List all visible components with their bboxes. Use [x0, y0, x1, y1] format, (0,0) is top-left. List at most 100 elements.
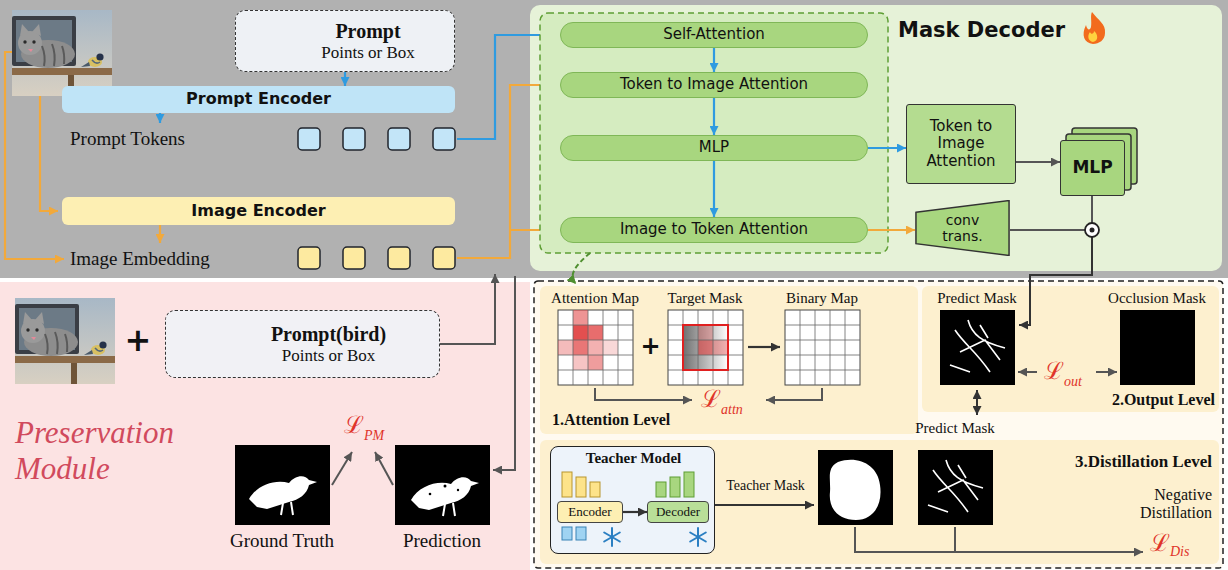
text-holder: ℒ	[1040, 358, 1064, 386]
multiply-symbol	[1085, 223, 1099, 237]
node-label: Image Encoder	[191, 202, 325, 220]
bird-mask	[249, 476, 317, 515]
prompt-box: PromptPoints or Box	[235, 10, 455, 72]
loss-container	[534, 281, 1223, 568]
layer-pill: Image to Token Attention	[560, 217, 868, 243]
output-loss-wires	[1018, 371, 1117, 373]
text-holder: Attention Map	[545, 290, 645, 307]
node-label: MLP	[1072, 158, 1112, 178]
text-holder: Prediction	[382, 530, 502, 552]
prompt-wires	[160, 35, 558, 139]
image-wires-part	[5, 52, 64, 259]
heading-text: 2.Output Level	[1070, 391, 1215, 409]
figure-label: ℒ	[340, 412, 364, 440]
layer-pill: MLP	[560, 135, 868, 161]
model-panel	[0, 0, 1228, 278]
text-holder: Mask Decoder	[898, 18, 1083, 42]
text-holder: Teacher Mask	[718, 478, 813, 494]
distillation-wires-part	[954, 527, 956, 552]
node-label: Prompt	[335, 20, 400, 43]
target-mask-grid	[668, 310, 743, 385]
heading-text: Preservation Module	[15, 415, 230, 486]
teacher-mask-blob	[830, 460, 881, 520]
bird-mask	[411, 477, 479, 516]
attention-map-grid-part-part	[588, 340, 603, 355]
decoder-bars-part	[684, 472, 694, 497]
text-holder: attn	[721, 402, 761, 418]
node-label: Token to Image Attention	[919, 118, 1003, 170]
figure-label: Target Mask	[655, 290, 755, 307]
text-holder: 3.Distillation Level	[1000, 452, 1212, 472]
prompt-bars-part	[576, 527, 586, 540]
node-sublabel: Points or Box	[282, 346, 376, 366]
attention-map-grid-part-part	[573, 310, 588, 325]
connector-arrow	[1016, 161, 1060, 163]
figure-label: Predict Mask	[900, 420, 1010, 437]
frozen-icon	[417, 90, 433, 108]
teacher-wire	[715, 504, 814, 506]
node-label: Decoder	[656, 505, 700, 520]
figure-label: Dis	[1170, 544, 1210, 560]
connector-arrow	[713, 48, 715, 72]
binary-map-grid-part	[785, 310, 860, 385]
text-holder: Prompt Tokens	[70, 128, 280, 150]
distillation-wires-part	[855, 527, 1143, 552]
node-label: Prompt Encoder	[186, 90, 331, 108]
text-holder: ℒ	[697, 386, 721, 414]
text-holder: PM	[364, 428, 398, 444]
figure-label: +	[638, 333, 663, 361]
prompt-tokens-part	[343, 128, 365, 150]
prompt-bars-part	[562, 527, 572, 540]
figure-label: attn	[721, 402, 761, 418]
binary-map-grid-part	[785, 310, 860, 385]
output-loss-wires-part	[1018, 371, 1037, 373]
figure-label: ℒ	[1146, 530, 1170, 558]
attention-map-grid-part	[558, 310, 633, 385]
target-mask-grid-part	[713, 340, 728, 355]
encoder-bars	[562, 472, 600, 497]
heading-text: 3.Distillation Level	[1000, 452, 1212, 472]
text-holder: Dis	[1170, 544, 1210, 560]
mask-noise-part	[429, 493, 432, 496]
text-holder: Target Mask	[655, 290, 755, 307]
mask-streaks	[950, 320, 1005, 372]
attention-map-grid-part-part	[588, 355, 603, 370]
node-label: Prompt(bird)	[271, 323, 386, 346]
image-wires	[5, 52, 558, 259]
attention-map-grid-part-part	[573, 325, 588, 340]
encoder-bars-part	[590, 482, 600, 497]
binary-map-grid	[785, 310, 860, 385]
image-wires-part	[40, 96, 58, 211]
text-holder: Ground Truth	[222, 530, 342, 552]
target-mask-grid-part	[683, 325, 728, 370]
process-box: Token to Image Attention	[906, 104, 1016, 184]
figure-label: +	[120, 322, 156, 359]
layer-pill: Self-Attention	[560, 22, 868, 48]
figure-label: ℒ	[1040, 358, 1064, 386]
distillation-wires	[855, 527, 1143, 552]
decoder-box: Decoder	[647, 501, 709, 523]
text-holder: ℒ	[340, 412, 364, 440]
preservation-wires	[332, 274, 515, 485]
encoder-bars-part	[576, 477, 586, 497]
image-embedding-part	[388, 247, 410, 269]
figure-label: ℒ	[697, 386, 721, 414]
body-text: Negative Distillation	[1080, 486, 1212, 523]
image-wires-part	[159, 225, 161, 243]
input-image	[15, 298, 115, 384]
figure-label: Teacher Mask	[718, 478, 813, 494]
figure-label: Prediction	[382, 530, 502, 552]
link-arrow	[976, 390, 978, 415]
connector-arrow	[868, 229, 915, 231]
upsample-trapezoid: conv trans.	[915, 200, 1010, 256]
prompt-wires-part	[159, 113, 161, 123]
text-holder: Occlusion Mask	[1097, 290, 1217, 307]
frozen-icon	[690, 528, 706, 546]
target-mask-grid-part	[683, 325, 728, 370]
text-holder: 2.Output Level	[1070, 391, 1215, 409]
user-icon	[180, 329, 210, 359]
preservation-wires-part	[375, 452, 393, 485]
output-loss-wires-part	[1096, 371, 1117, 373]
text-holder: Negative Distillation	[1080, 486, 1212, 523]
target-mask-grid-part	[668, 310, 743, 385]
